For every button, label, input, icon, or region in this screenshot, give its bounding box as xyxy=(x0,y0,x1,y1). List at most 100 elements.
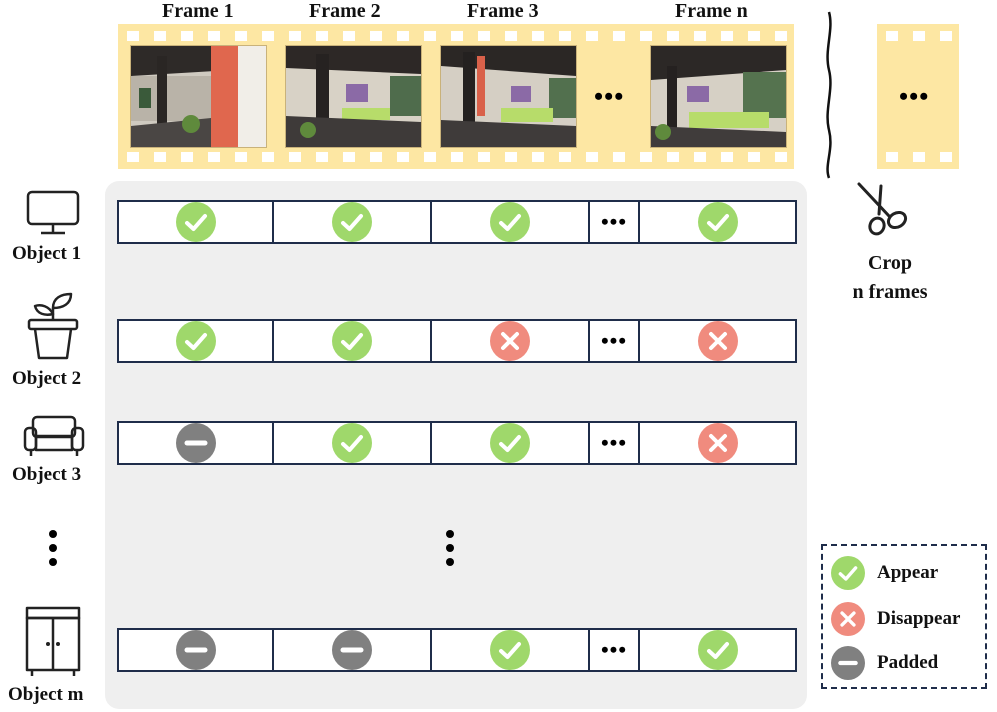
legend-padded: Padded xyxy=(831,646,938,680)
status-cell-frame-1 xyxy=(119,630,274,670)
padded-status-icon xyxy=(175,423,216,463)
row-ellipsis: ••• xyxy=(600,209,628,234)
objects-vertical-ellipsis xyxy=(48,530,58,566)
cropped-film-holes-bottom xyxy=(877,152,959,162)
legend: Appear Disappear Padded xyxy=(821,544,987,689)
status-cell-frame-2 xyxy=(274,630,432,670)
rows-vertical-ellipsis xyxy=(445,530,455,566)
cropped-film-holes-top xyxy=(877,31,959,41)
cross-icon xyxy=(840,611,856,627)
object-2-row: ••• xyxy=(117,319,797,363)
padded-status-icon xyxy=(332,630,372,670)
appear-status-icon xyxy=(490,202,530,242)
padded-status-icon xyxy=(175,630,216,670)
appear-status-icon xyxy=(332,321,372,361)
row-ellipsis-cell: ••• xyxy=(590,321,640,361)
legend-padded-label: Padded xyxy=(877,652,939,673)
status-cell-frame-2 xyxy=(274,321,432,361)
object-m-label: Object m xyxy=(8,684,84,705)
row-ellipsis: ••• xyxy=(600,637,628,662)
legend-appear: Appear xyxy=(831,556,938,590)
row-ellipsis-cell: ••• xyxy=(590,423,640,463)
status-cell-frame-1 xyxy=(119,321,274,361)
frame-3-image xyxy=(440,45,577,148)
status-cell-frame-n xyxy=(640,321,795,361)
object-1-row: ••• xyxy=(117,200,797,244)
appear-status-icon xyxy=(490,423,530,463)
legend-appear-icon xyxy=(831,556,865,590)
frame-n-label: Frame n xyxy=(675,0,748,22)
appear-status-icon xyxy=(332,423,372,463)
film-strip: ••• xyxy=(118,24,794,169)
check-icon xyxy=(184,214,207,231)
cut-line xyxy=(826,11,832,179)
status-cell-frame-n xyxy=(640,630,795,670)
status-cell-frame-3 xyxy=(432,630,590,670)
object-3-row: ••• xyxy=(117,421,797,465)
film-holes-top xyxy=(118,31,794,41)
row-ellipsis: ••• xyxy=(600,328,628,353)
check-icon xyxy=(499,214,521,231)
cabinet-icon xyxy=(25,606,81,676)
status-cell-frame-3 xyxy=(432,202,590,242)
cross-icon xyxy=(501,332,519,350)
crop-label-line1: Crop xyxy=(867,252,913,274)
status-cell-frame-n xyxy=(640,202,795,242)
crop-label-line2: n frames xyxy=(852,281,928,303)
appear-status-icon xyxy=(697,630,738,670)
scissors-icon xyxy=(857,182,908,236)
frame-2-label: Frame 2 xyxy=(309,0,381,22)
frame-1-image xyxy=(130,45,267,148)
frame-2-image xyxy=(285,45,422,148)
object-m-row: ••• xyxy=(117,628,797,672)
status-cell-frame-3 xyxy=(432,321,590,361)
film-holes-bottom xyxy=(118,152,794,162)
check-icon xyxy=(706,642,729,659)
check-icon xyxy=(341,435,363,452)
cropped-strip-ellipsis: ••• xyxy=(899,82,930,111)
check-icon xyxy=(499,642,521,659)
object-1-label: Object 1 xyxy=(12,243,82,264)
cropped-film-strip: ••• xyxy=(877,24,959,169)
disappear-status-icon xyxy=(490,321,530,361)
status-cell-frame-1 xyxy=(119,423,274,463)
minus-icon xyxy=(838,660,858,666)
row-ellipsis-cell: ••• xyxy=(590,630,640,670)
frame-n-image xyxy=(650,45,787,148)
legend-appear-label: Appear xyxy=(877,562,939,583)
disappear-status-icon xyxy=(697,423,738,463)
status-cell-frame-2 xyxy=(274,423,432,463)
check-icon xyxy=(341,333,363,350)
potted-plant-icon xyxy=(27,292,79,360)
frame-strip-ellipsis: ••• xyxy=(594,82,625,111)
status-cell-frame-3 xyxy=(432,423,590,463)
legend-disappear-icon xyxy=(831,602,865,636)
disappear-status-icon xyxy=(697,321,738,361)
cross-icon xyxy=(708,434,727,452)
status-cell-frame-2 xyxy=(274,202,432,242)
check-icon xyxy=(838,566,858,581)
status-cell-frame-n xyxy=(640,423,795,463)
appear-status-icon xyxy=(332,202,372,242)
minus-icon xyxy=(184,647,207,653)
status-cell-frame-1 xyxy=(119,202,274,242)
appear-status-icon xyxy=(490,630,530,670)
check-icon xyxy=(499,435,521,452)
appear-status-icon xyxy=(697,202,738,242)
minus-icon xyxy=(184,440,207,446)
sofa-icon xyxy=(23,415,85,456)
object-3-label: Object 3 xyxy=(12,464,82,485)
object-2-label: Object 2 xyxy=(12,368,82,389)
appear-status-icon xyxy=(175,202,216,242)
appear-status-icon xyxy=(175,321,216,361)
legend-disappear: Disappear xyxy=(831,602,960,636)
legend-padded-icon xyxy=(831,646,865,680)
check-icon xyxy=(341,214,363,231)
legend-disappear-label: Disappear xyxy=(877,608,961,629)
row-ellipsis: ••• xyxy=(600,430,628,455)
row-ellipsis-cell: ••• xyxy=(590,202,640,242)
frame-3-label: Frame 3 xyxy=(467,0,539,22)
cross-icon xyxy=(708,332,727,350)
check-icon xyxy=(184,333,207,350)
check-icon xyxy=(706,214,729,231)
